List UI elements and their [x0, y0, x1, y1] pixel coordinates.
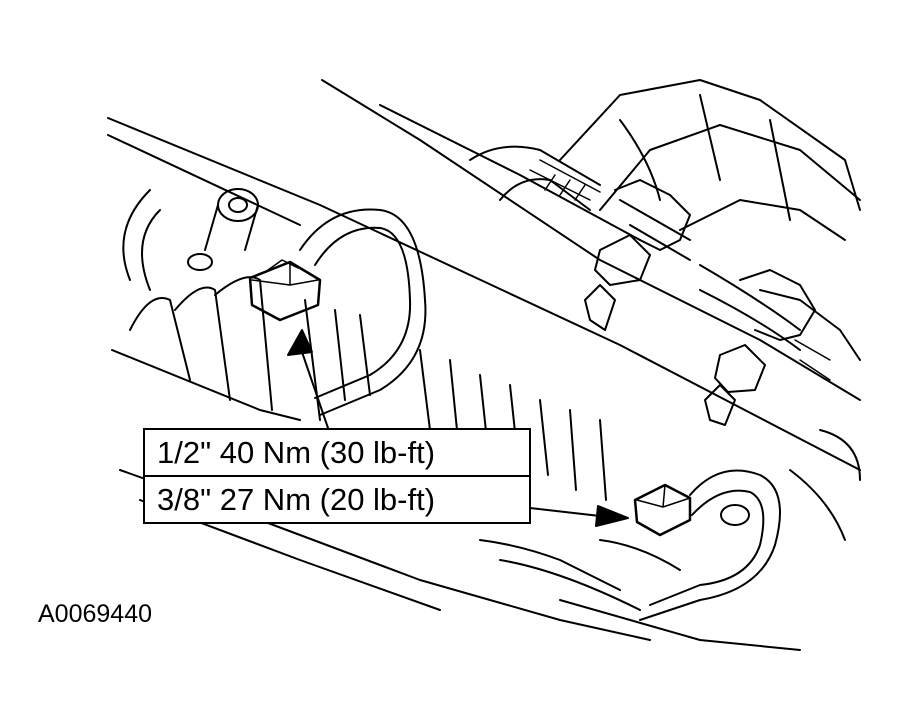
case-bolt-boss — [187, 188, 259, 271]
oil-pan-ribs-left — [111, 189, 371, 421]
torque-spec-callout: 1/2" 40 Nm (30 lb-ft) 3/8" 27 Nm (20 lb-… — [143, 428, 531, 524]
torque-spec-half-inch: 1/2" 40 Nm (30 lb-ft) — [157, 435, 436, 470]
tube-nut-half-inch — [248, 208, 427, 416]
callout-arrow-half-inch — [287, 329, 329, 429]
tube-nut-three-eighths-inch — [633, 469, 781, 621]
oil-pan-ribs-right — [419, 349, 681, 611]
line-clamp-upper — [584, 179, 691, 331]
figure-id-label: A0069440 — [38, 600, 153, 628]
torque-spec-three-eighths-inch: 3/8" 27 Nm (20 lb-ft) — [145, 475, 529, 522]
callout-arrow-three-eighths-inch — [529, 505, 629, 527]
line-clamp-lower — [704, 269, 816, 426]
cooler-line-hoses — [469, 145, 831, 381]
